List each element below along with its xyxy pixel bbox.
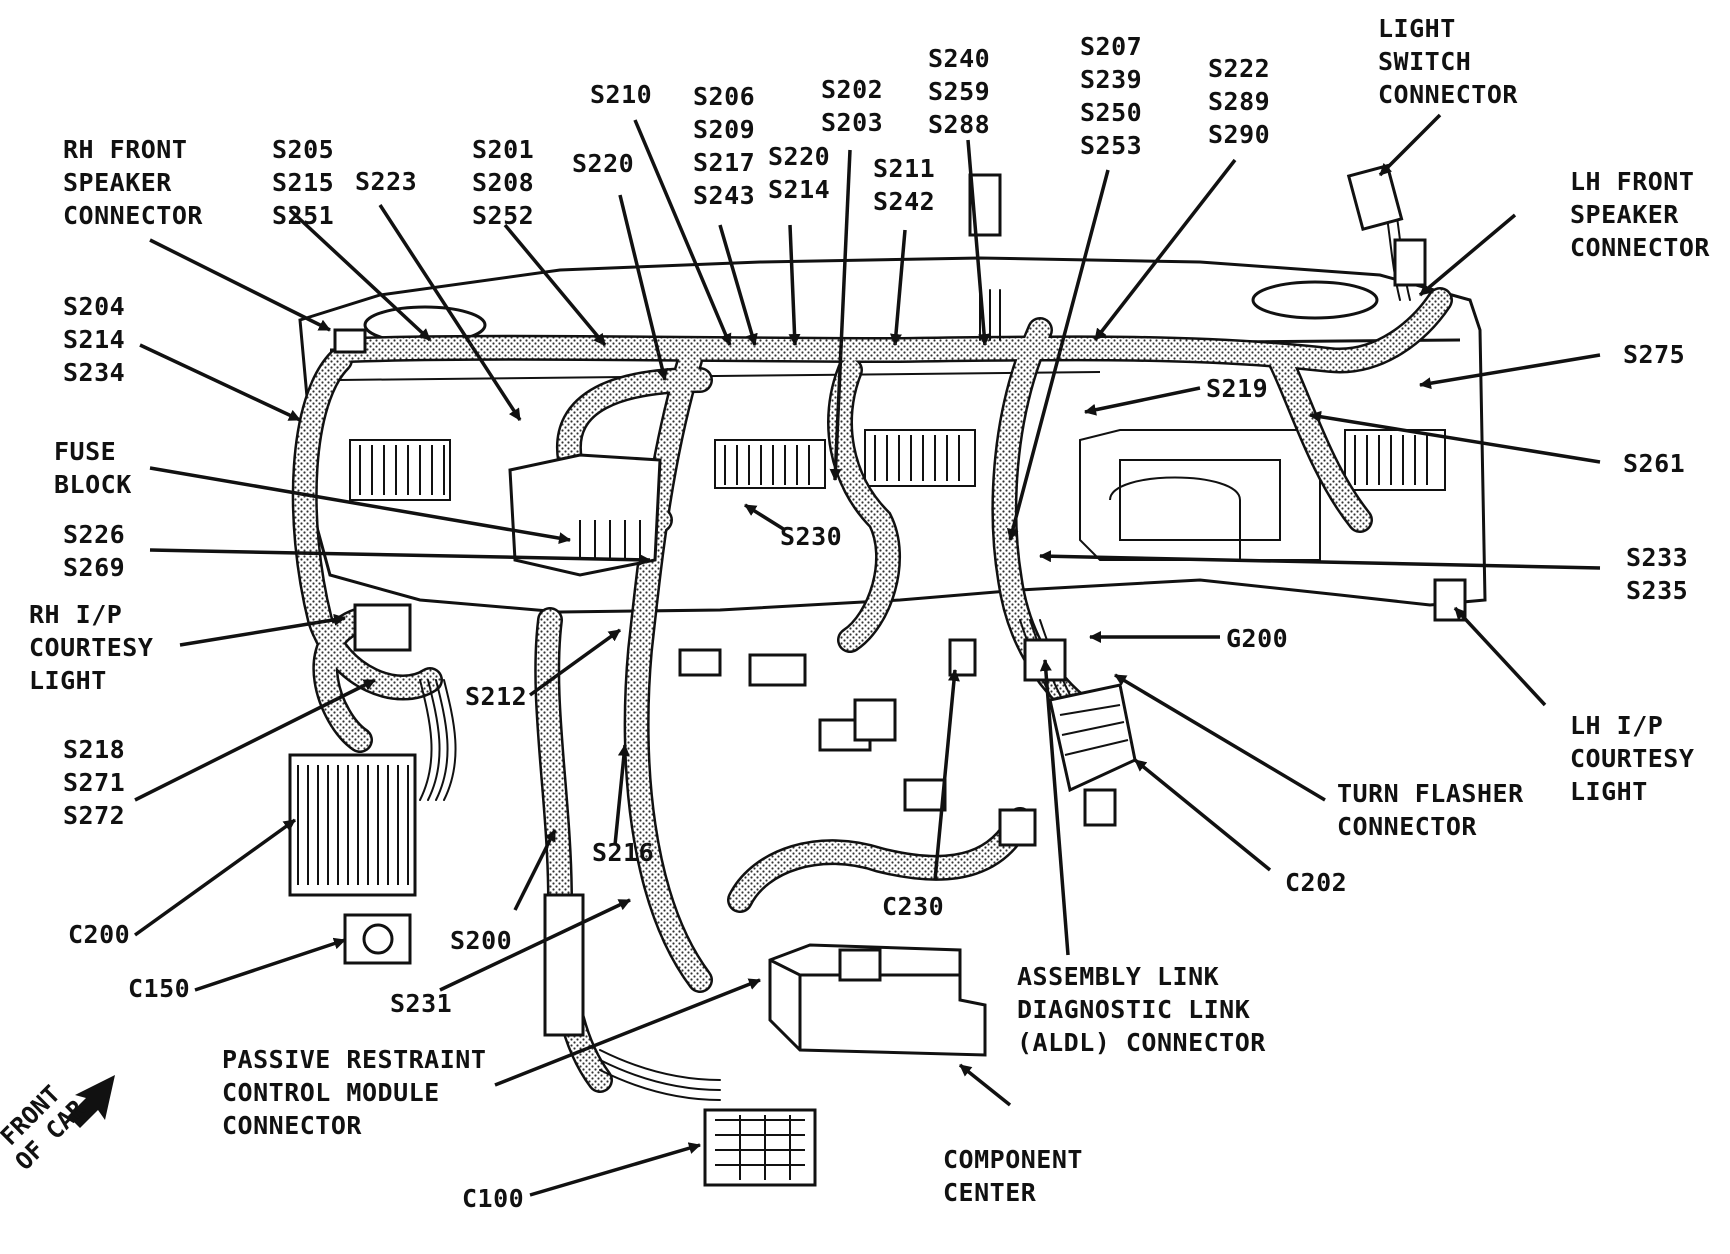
label-s200: S200 [450, 926, 513, 955]
label-c150: C150 [128, 974, 191, 1003]
fuse-block-icon [508, 453, 662, 577]
label-s219: S219 [1206, 374, 1269, 403]
component-center-icon [768, 943, 987, 1057]
label-s223: S223 [355, 167, 418, 196]
label-s216: S216 [592, 838, 655, 867]
c150-connector-icon [343, 913, 412, 965]
label-s220-left: S220 [572, 149, 635, 178]
c200-connector-icon [288, 753, 417, 897]
turn-flasher-connector-icon [1048, 683, 1137, 793]
label-c100: C100 [462, 1184, 525, 1213]
label-c200: C200 [68, 920, 131, 949]
label-c230: C230 [882, 892, 945, 921]
c100-connector-icon [703, 1108, 817, 1187]
light-switch-connector-icon [1346, 163, 1404, 232]
callout-arrows [133, 113, 1601, 1197]
label-s210: S210 [590, 80, 653, 109]
label-g200: G200 [1226, 624, 1289, 653]
label-s230-upper: S230 [780, 522, 843, 551]
c202-connector-icon [1083, 788, 1117, 827]
c230-connector-icon [948, 638, 977, 677]
label-s275: S275 [1623, 340, 1686, 369]
harness-diagram [68, 113, 1601, 1197]
label-s212: S212 [465, 682, 528, 711]
components [288, 163, 1467, 1187]
label-s231: S231 [390, 989, 453, 1018]
rh-front-speaker-connector-icon [333, 328, 367, 354]
rh-ip-courtesy-light-icon [353, 603, 412, 652]
label-s261: S261 [1623, 449, 1686, 478]
lh-front-speaker-connector-icon [1393, 238, 1427, 287]
passive-restraint-connector-icon [543, 893, 585, 1037]
front-of-car-arrow-icon [68, 1075, 115, 1128]
label-c202: C202 [1285, 868, 1348, 897]
callout-arrow-icon [149, 238, 331, 332]
